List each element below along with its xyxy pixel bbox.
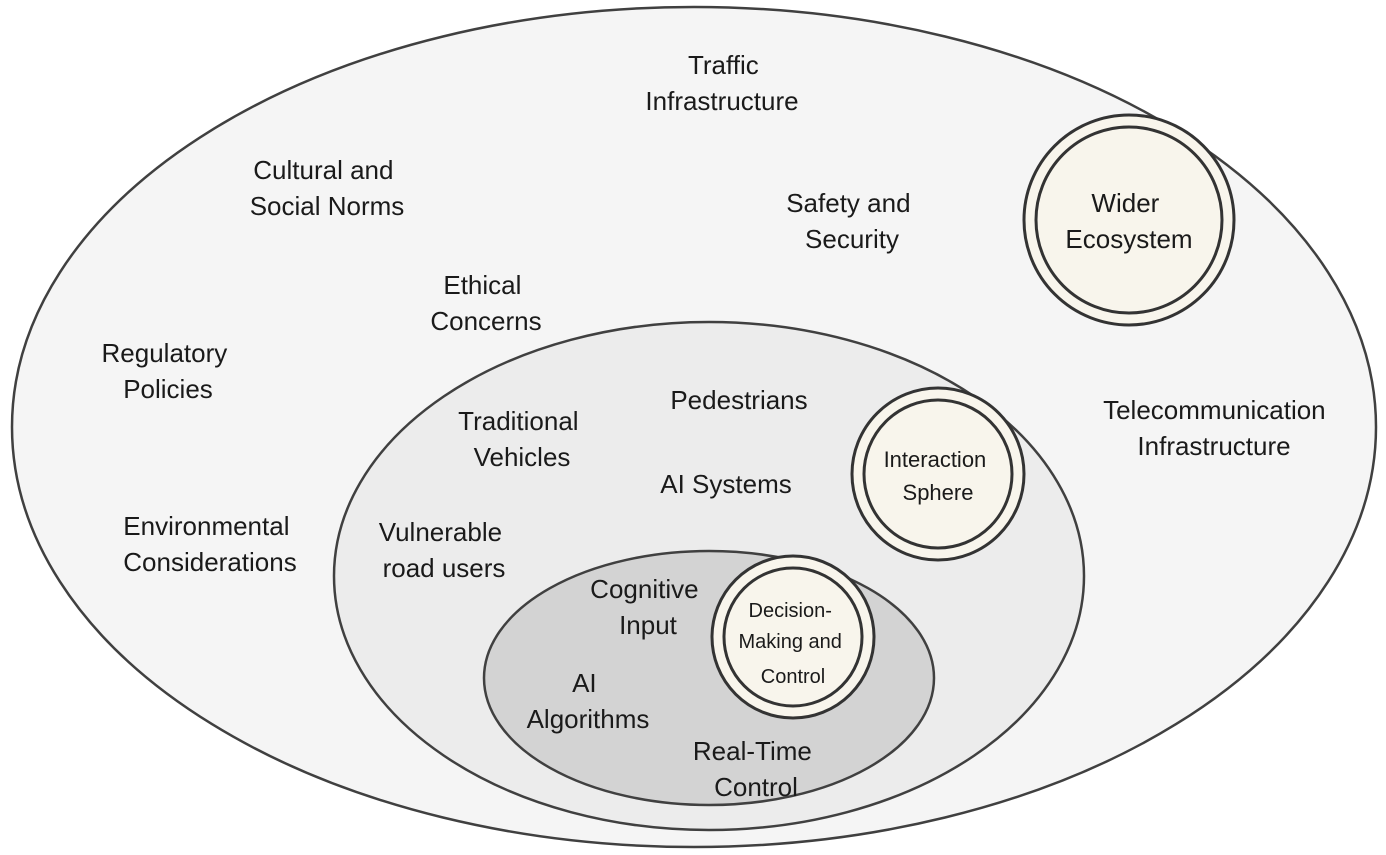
label-ai-algorithms: AI Algorithms: [527, 668, 650, 734]
badge-decision-making-inner-ring: [722, 566, 864, 708]
label-cognitive-input: Cognitive Input: [590, 574, 706, 640]
label-safety-security: Safety and Security: [786, 188, 918, 254]
badge-interaction-sphere-label: Interaction Sphere: [884, 447, 993, 505]
badge-interaction-sphere-inner-ring: [862, 398, 1014, 550]
label-ethical-concerns: Ethical Concerns: [430, 270, 541, 336]
label-vulnerable-road-users: Vulnerable road users: [379, 517, 510, 583]
label-cultural-social-norms: Cultural and Social Norms: [250, 155, 405, 221]
label-telecommunication-infrastructure: Telecommunication Infrastructure: [1103, 395, 1333, 461]
label-environmental-considerations: Environmental Considerations: [123, 511, 296, 577]
badge-wider-ecosystem-label: Wider Ecosystem: [1065, 188, 1192, 254]
label-traditional-vehicles: Traditional Vehicles: [458, 406, 586, 472]
badge-decision-making-label: Decision- Making and Control: [739, 600, 848, 688]
badge-decision-making-control: Decision- Making and Control: [710, 554, 876, 720]
badge-wider-ecosystem-inner-ring: [1034, 125, 1224, 315]
label-traffic-infrastructure: Traffic Infrastructure: [645, 50, 798, 116]
badge-interaction-sphere: Interaction Sphere: [850, 386, 1026, 562]
inner-ellipse-decision-making: [482, 549, 936, 807]
label-pedestrians: Pedestrians: [670, 385, 807, 415]
label-ai-systems: AI Systems: [660, 469, 791, 499]
badge-wider-ecosystem: Wider Ecosystem: [1022, 113, 1236, 327]
label-regulatory-policies: Regulatory Policies: [102, 338, 235, 404]
label-real-time-control: Real-Time Control: [693, 736, 819, 802]
